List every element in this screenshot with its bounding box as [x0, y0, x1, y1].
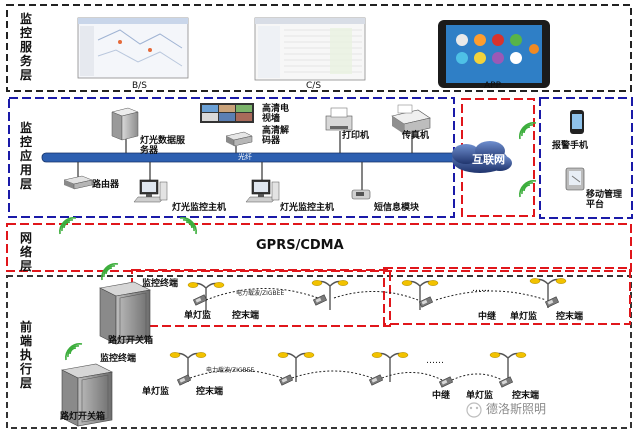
service-layer-frame [6, 4, 632, 92]
watermark-text: 德洛斯照明 [486, 402, 547, 416]
frontend-layer-frame [6, 275, 632, 429]
printer-label: 打印机 [342, 131, 370, 141]
control-end-2b-label: 控末端 [512, 391, 540, 401]
bs-screenshot [77, 17, 189, 79]
network-label: GPRS/CDMA [256, 238, 344, 253]
link-2-1 [189, 369, 283, 379]
application-layer-frame [8, 97, 455, 218]
single-lamp-2-label: 单灯监 [142, 387, 170, 397]
street-lamp-1-3 [401, 279, 439, 311]
cs-screenshot [254, 17, 366, 81]
link-2-3 [381, 372, 443, 381]
light-data-server-icon [111, 107, 139, 141]
terminal-1-label: 监控终端 [142, 279, 179, 289]
tv-wall-label: 高清电视墙 [262, 104, 290, 124]
printer-icon [325, 107, 353, 131]
control-node-1-1 [192, 294, 208, 306]
link-1-2 [333, 291, 419, 301]
light-server-label: 灯光数据服务器 [140, 136, 186, 156]
sms-module-icon [351, 189, 371, 200]
router-icon [63, 175, 93, 190]
layer-label-frontend: 前端执行层 [20, 320, 33, 390]
alarm-phone-icon [570, 110, 584, 134]
cs-label: C/S [306, 81, 322, 91]
carrier-2-label: 电力载波/ZIGBEE [206, 367, 255, 374]
link-2-2 [291, 370, 373, 379]
decoder-icon [225, 131, 253, 147]
terminal-signal-icon-2 [65, 343, 83, 361]
single-lamp-1-label: 单灯监 [184, 311, 212, 321]
network-signal-icon-1 [59, 217, 77, 235]
control-node-2-3 [368, 374, 384, 386]
tablet-app [438, 20, 550, 88]
relay-2-label: 中继 [432, 391, 451, 401]
mobile-platform-icon [565, 167, 585, 191]
host-2-label: 灯光监控主机 [280, 203, 335, 213]
router-label: 路由器 [92, 180, 120, 190]
mobile-frame [539, 97, 633, 219]
link-1-3 [435, 290, 547, 301]
control-node-1-2 [312, 294, 328, 306]
street-lamp-1-1 [187, 281, 225, 313]
control-node-2-2 [278, 374, 294, 386]
relay-node-1 [418, 296, 434, 308]
layer-label-service: 监控服务层 [20, 12, 33, 82]
control-node-2-4 [498, 376, 514, 388]
host-1-label: 灯光监控主机 [172, 203, 227, 213]
app-label: APP [484, 81, 502, 91]
sms-module-label: 短信息模块 [374, 203, 420, 213]
dots-2: …… [426, 356, 444, 366]
monitoring-host-2-icon [245, 179, 280, 203]
network-signal-icon-2 [179, 217, 197, 235]
alarm-phone-label: 报警手机 [552, 141, 589, 151]
carrier-1-label: 电力载波/ZIGBEE [236, 290, 285, 297]
watermark-logo [466, 402, 482, 418]
street-lamp-2-2 [277, 351, 315, 383]
relay-1-label: 中继 [478, 312, 497, 322]
fax-label: 传真机 [402, 131, 430, 141]
tv-wall-icon [200, 103, 254, 123]
internet-cloud-icon [452, 141, 512, 173]
dots-1: …… [472, 284, 490, 294]
relay-node-2 [438, 376, 454, 388]
fax-icon [391, 104, 431, 135]
control-end-1-label: 控末端 [232, 311, 260, 321]
fiber-bus [41, 152, 468, 163]
control-node-2-1 [176, 374, 192, 386]
link-2-4 [451, 373, 503, 381]
switchbox-1-icon [99, 281, 151, 345]
layer-label-network: 网络层 [20, 231, 33, 273]
switchbox-1-label: 路灯开关箱 [108, 336, 154, 346]
fiber-label: 光纤 [238, 153, 252, 161]
mobile-platform-label: 移动管理平台 [586, 190, 623, 210]
single-lamp-2b-label: 单灯监 [466, 391, 494, 401]
single-lamp-1b-label: 单灯监 [510, 312, 538, 322]
switchbox-2-label: 路灯开关箱 [60, 412, 106, 422]
decoder-label: 高清解码器 [262, 126, 290, 146]
control-end-2-label: 控末端 [196, 387, 224, 397]
control-end-1b-label: 控末端 [556, 312, 584, 322]
bs-label: B/S [132, 81, 147, 91]
link-1-1 [205, 287, 319, 301]
internet-label: 互联网 [472, 153, 505, 166]
frontend-highlight-2 [383, 267, 631, 325]
terminal-2-label: 监控终端 [100, 354, 137, 364]
monitoring-host-1-icon [133, 179, 168, 203]
layer-label-application: 监控应用层 [20, 121, 33, 191]
